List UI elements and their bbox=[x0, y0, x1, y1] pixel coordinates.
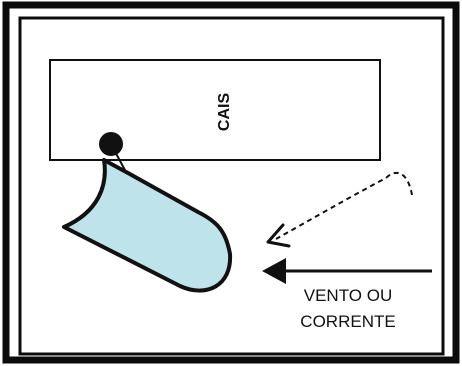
force-label-line1: VENTO OU bbox=[304, 286, 392, 305]
dock-label: CAIS bbox=[216, 93, 233, 132]
bollard bbox=[99, 132, 123, 156]
vessel-hull bbox=[62, 158, 233, 293]
drift-dashed-curve bbox=[275, 171, 413, 240]
drift-arrowhead bbox=[266, 223, 291, 248]
inner-frame bbox=[18, 16, 445, 356]
force-label-line2: CORRENTE bbox=[300, 312, 395, 331]
force-arrowhead bbox=[262, 258, 286, 284]
